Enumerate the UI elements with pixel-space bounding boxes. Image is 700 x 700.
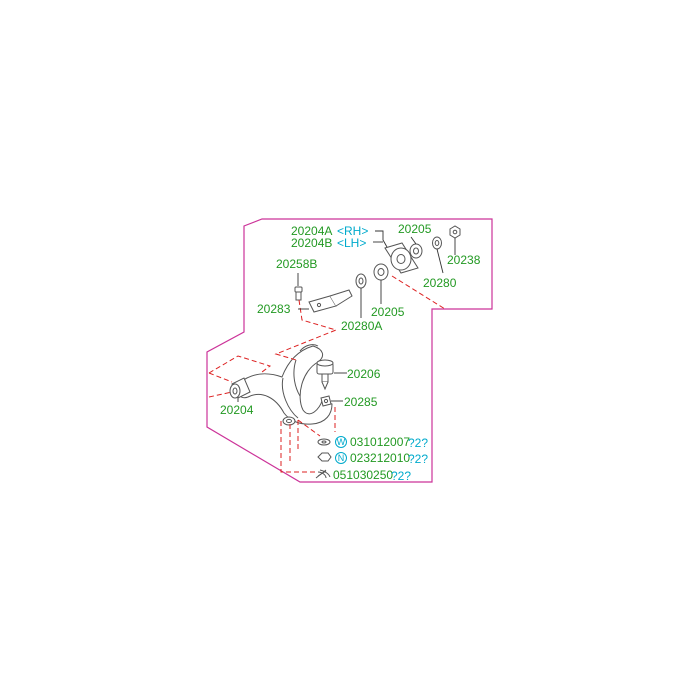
nut-symbol-letter: N — [338, 453, 345, 463]
fastener-suffix-3: ?2? — [391, 469, 411, 483]
label-20206[interactable]: 20206 — [347, 367, 381, 381]
transverse-link-drawing — [237, 344, 333, 426]
assembly-outline — [206, 218, 493, 483]
clip-20285-drawing — [320, 395, 332, 407]
bolt-20258B-drawing — [294, 286, 303, 301]
fastener-row-2[interactable]: N 023212010 ?2? — [335, 451, 429, 466]
label-20205-upper[interactable]: 20205 — [398, 222, 432, 236]
label-20204A-side: <RH> — [337, 224, 368, 238]
label-20204B-side: <LH> — [337, 236, 366, 250]
label-20280A[interactable]: 20280A — [341, 319, 382, 333]
ball-joint-drawing — [316, 359, 334, 391]
label-20283[interactable]: 20283 — [257, 302, 291, 316]
bushing-20204-drawing — [229, 377, 251, 399]
washer-symbol-letter: W — [337, 437, 346, 447]
cotter-pin-icon — [315, 469, 327, 479]
label-20258B[interactable]: 20258B — [276, 257, 317, 271]
label-20285[interactable]: 20285 — [344, 395, 378, 409]
fastener-number-3: 051030250 — [333, 468, 393, 482]
bushing-20205-drawing — [373, 263, 389, 281]
fastener-suffix-2: ?2? — [408, 452, 428, 466]
bushing-20205-upper-drawing — [409, 243, 423, 259]
label-20204[interactable]: 20204 — [220, 403, 254, 417]
fastener-suffix-1: ?2? — [408, 436, 428, 450]
label-20204A[interactable]: 20204A — [291, 224, 332, 238]
nut-symbol-icon — [335, 452, 347, 464]
fastener-row-3[interactable]: 051030250 ?2? — [315, 468, 411, 483]
washer-symbol-icon — [335, 436, 347, 448]
label-20204B[interactable]: 20204B — [291, 236, 332, 250]
leader-lines — [237, 230, 456, 402]
nut-20238-drawing — [449, 225, 461, 239]
rear-bushing-housing-drawing — [384, 242, 419, 274]
fastener-row-1[interactable]: W 031012007 ?2? — [335, 435, 429, 450]
label-20238[interactable]: 20238 — [447, 253, 481, 267]
fastener-number-2: 023212010 — [350, 451, 410, 465]
label-20205-lower[interactable]: 20205 — [371, 305, 405, 319]
bracket-20283-drawing — [308, 289, 353, 313]
dashed-link-lines — [208, 275, 446, 473]
label-20280[interactable]: 20280 — [423, 276, 457, 290]
fastener-number-1: 031012007 — [350, 435, 410, 449]
washer-20280A-drawing — [355, 273, 367, 289]
washer-20280-drawing — [432, 236, 442, 250]
